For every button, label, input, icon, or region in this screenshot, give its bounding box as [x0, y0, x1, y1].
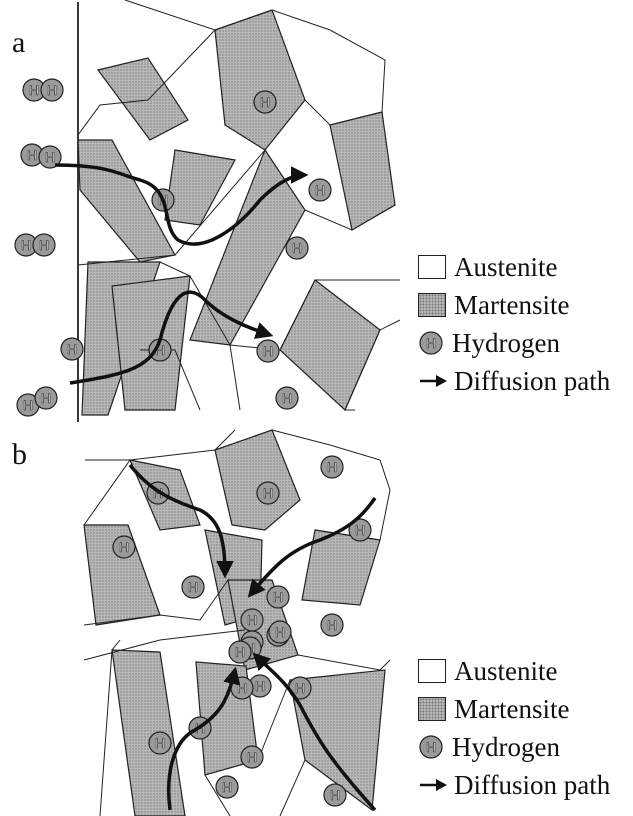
svg-text:H: H — [330, 787, 340, 803]
legend-label-martensite: Martensite — [454, 292, 569, 319]
martensite-grain — [112, 650, 185, 816]
svg-text:H: H — [47, 82, 57, 98]
hydrogen-atom-icon: H — [267, 586, 289, 608]
hydrogen-atom-icon: H — [257, 482, 279, 504]
hydrogen-atom-icon: H — [33, 234, 55, 256]
grain-boundary — [84, 460, 130, 525]
svg-text:H: H — [235, 644, 245, 660]
svg-text:H: H — [426, 335, 436, 351]
svg-text:H: H — [275, 624, 285, 640]
svg-text:H: H — [355, 522, 365, 538]
hydrogen-atom-icon: H — [149, 732, 171, 754]
svg-text:H: H — [426, 739, 436, 755]
martensite-grain — [98, 58, 188, 140]
legend-label-diffusion: Diffusion path — [454, 368, 610, 395]
svg-text:H: H — [119, 539, 129, 555]
svg-text:H: H — [155, 735, 165, 751]
svg-text:H: H — [21, 237, 31, 253]
legend-label-austenite: Austenite — [454, 658, 557, 685]
hydrogen-atom-icon: H — [257, 340, 279, 362]
svg-text:H: H — [327, 459, 337, 475]
grain-boundary — [85, 430, 235, 460]
legend-item-diffusion: Diffusion path — [418, 362, 610, 400]
svg-text:H: H — [45, 149, 55, 165]
grain-boundary — [84, 630, 245, 660]
svg-text:H: H — [67, 341, 77, 357]
legend-item-austenite: Austenite — [418, 248, 610, 286]
legend-item-martensite: Martensite — [418, 690, 610, 728]
martensite-swatch-icon — [418, 293, 446, 317]
svg-text:H: H — [41, 390, 51, 406]
svg-text:H: H — [23, 397, 33, 413]
hydrogen-atom-icon: H — [231, 677, 253, 699]
grain-boundary — [280, 760, 305, 816]
svg-text:H: H — [295, 680, 305, 696]
legend-label-martensite: Martensite — [454, 696, 569, 723]
svg-text:H: H — [292, 240, 302, 256]
arrow-right-icon — [418, 777, 448, 793]
svg-text:H: H — [315, 182, 325, 198]
legend-label-austenite: Austenite — [454, 254, 557, 281]
hydrogen-atom-icon: H — [321, 456, 343, 478]
hydrogen-atom-icon: H — [324, 784, 346, 806]
legend-label-diffusion: Diffusion path — [454, 772, 610, 799]
legend-item-diffusion: Diffusion path — [418, 766, 610, 804]
martensite-grain — [215, 430, 300, 530]
legend-a: Austenite Martensite H Hydrogen Diffusio… — [418, 248, 610, 400]
svg-text:H: H — [327, 617, 337, 633]
svg-text:H: H — [260, 94, 270, 110]
hydrogen-atom-icon: H — [309, 179, 331, 201]
svg-text:H: H — [247, 612, 257, 628]
legend-b: Austenite Martensite H Hydrogen Diffusio… — [418, 652, 610, 804]
svg-text:H: H — [188, 579, 198, 595]
arrow-right-icon — [418, 373, 448, 389]
hydrogen-atom-icon: H — [241, 609, 263, 631]
martensite-grain — [330, 112, 395, 230]
svg-text:H: H — [222, 779, 232, 795]
austenite-swatch-icon — [418, 659, 446, 683]
svg-text:H: H — [282, 390, 292, 406]
martensite-grain — [215, 10, 305, 150]
grain-boundary — [298, 655, 390, 670]
hydrogen-atom-icon: H — [269, 621, 291, 643]
legend-item-austenite: Austenite — [418, 652, 610, 690]
hydrogen-atom-icon: H — [61, 338, 83, 360]
hydrogen-atom-icon: H — [286, 237, 308, 259]
legend-label-hydrogen: Hydrogen — [452, 734, 560, 761]
hydrogen-atom-icon: H — [276, 387, 298, 409]
hydrogen-atom-icon: H — [254, 91, 276, 113]
hydrogen-atom-icon: H — [35, 387, 57, 409]
hydrogen-atom-icon: H — [418, 734, 444, 760]
svg-text:H: H — [263, 343, 273, 359]
hydrogen-atom-icon: H — [41, 79, 63, 101]
hydrogen-atom-icon: H — [241, 746, 263, 768]
svg-text:H: H — [255, 678, 265, 694]
hydrogen-atom-icon: H — [216, 776, 238, 798]
hydrogen-atom-icon: H — [229, 641, 251, 663]
martensite-swatch-icon — [418, 697, 446, 721]
austenite-swatch-icon — [418, 255, 446, 279]
svg-text:H: H — [27, 147, 37, 163]
svg-text:H: H — [39, 237, 49, 253]
legend-label-hydrogen: Hydrogen — [452, 330, 560, 357]
legend-item-hydrogen: H Hydrogen — [418, 728, 610, 766]
hydrogen-atom-icon: H — [113, 536, 135, 558]
svg-text:H: H — [29, 82, 39, 98]
hydrogen-atom-icon: H — [418, 330, 444, 356]
hydrogen-atom-icon: H — [182, 576, 204, 598]
legend-item-martensite: Martensite — [418, 286, 610, 324]
martensite-grain — [165, 150, 235, 225]
svg-text:H: H — [247, 749, 257, 765]
legend-item-hydrogen: H Hydrogen — [418, 324, 610, 362]
svg-text:H: H — [237, 680, 247, 696]
svg-text:H: H — [273, 589, 283, 605]
svg-text:H: H — [263, 485, 273, 501]
hydrogen-atom-icon: H — [321, 614, 343, 636]
